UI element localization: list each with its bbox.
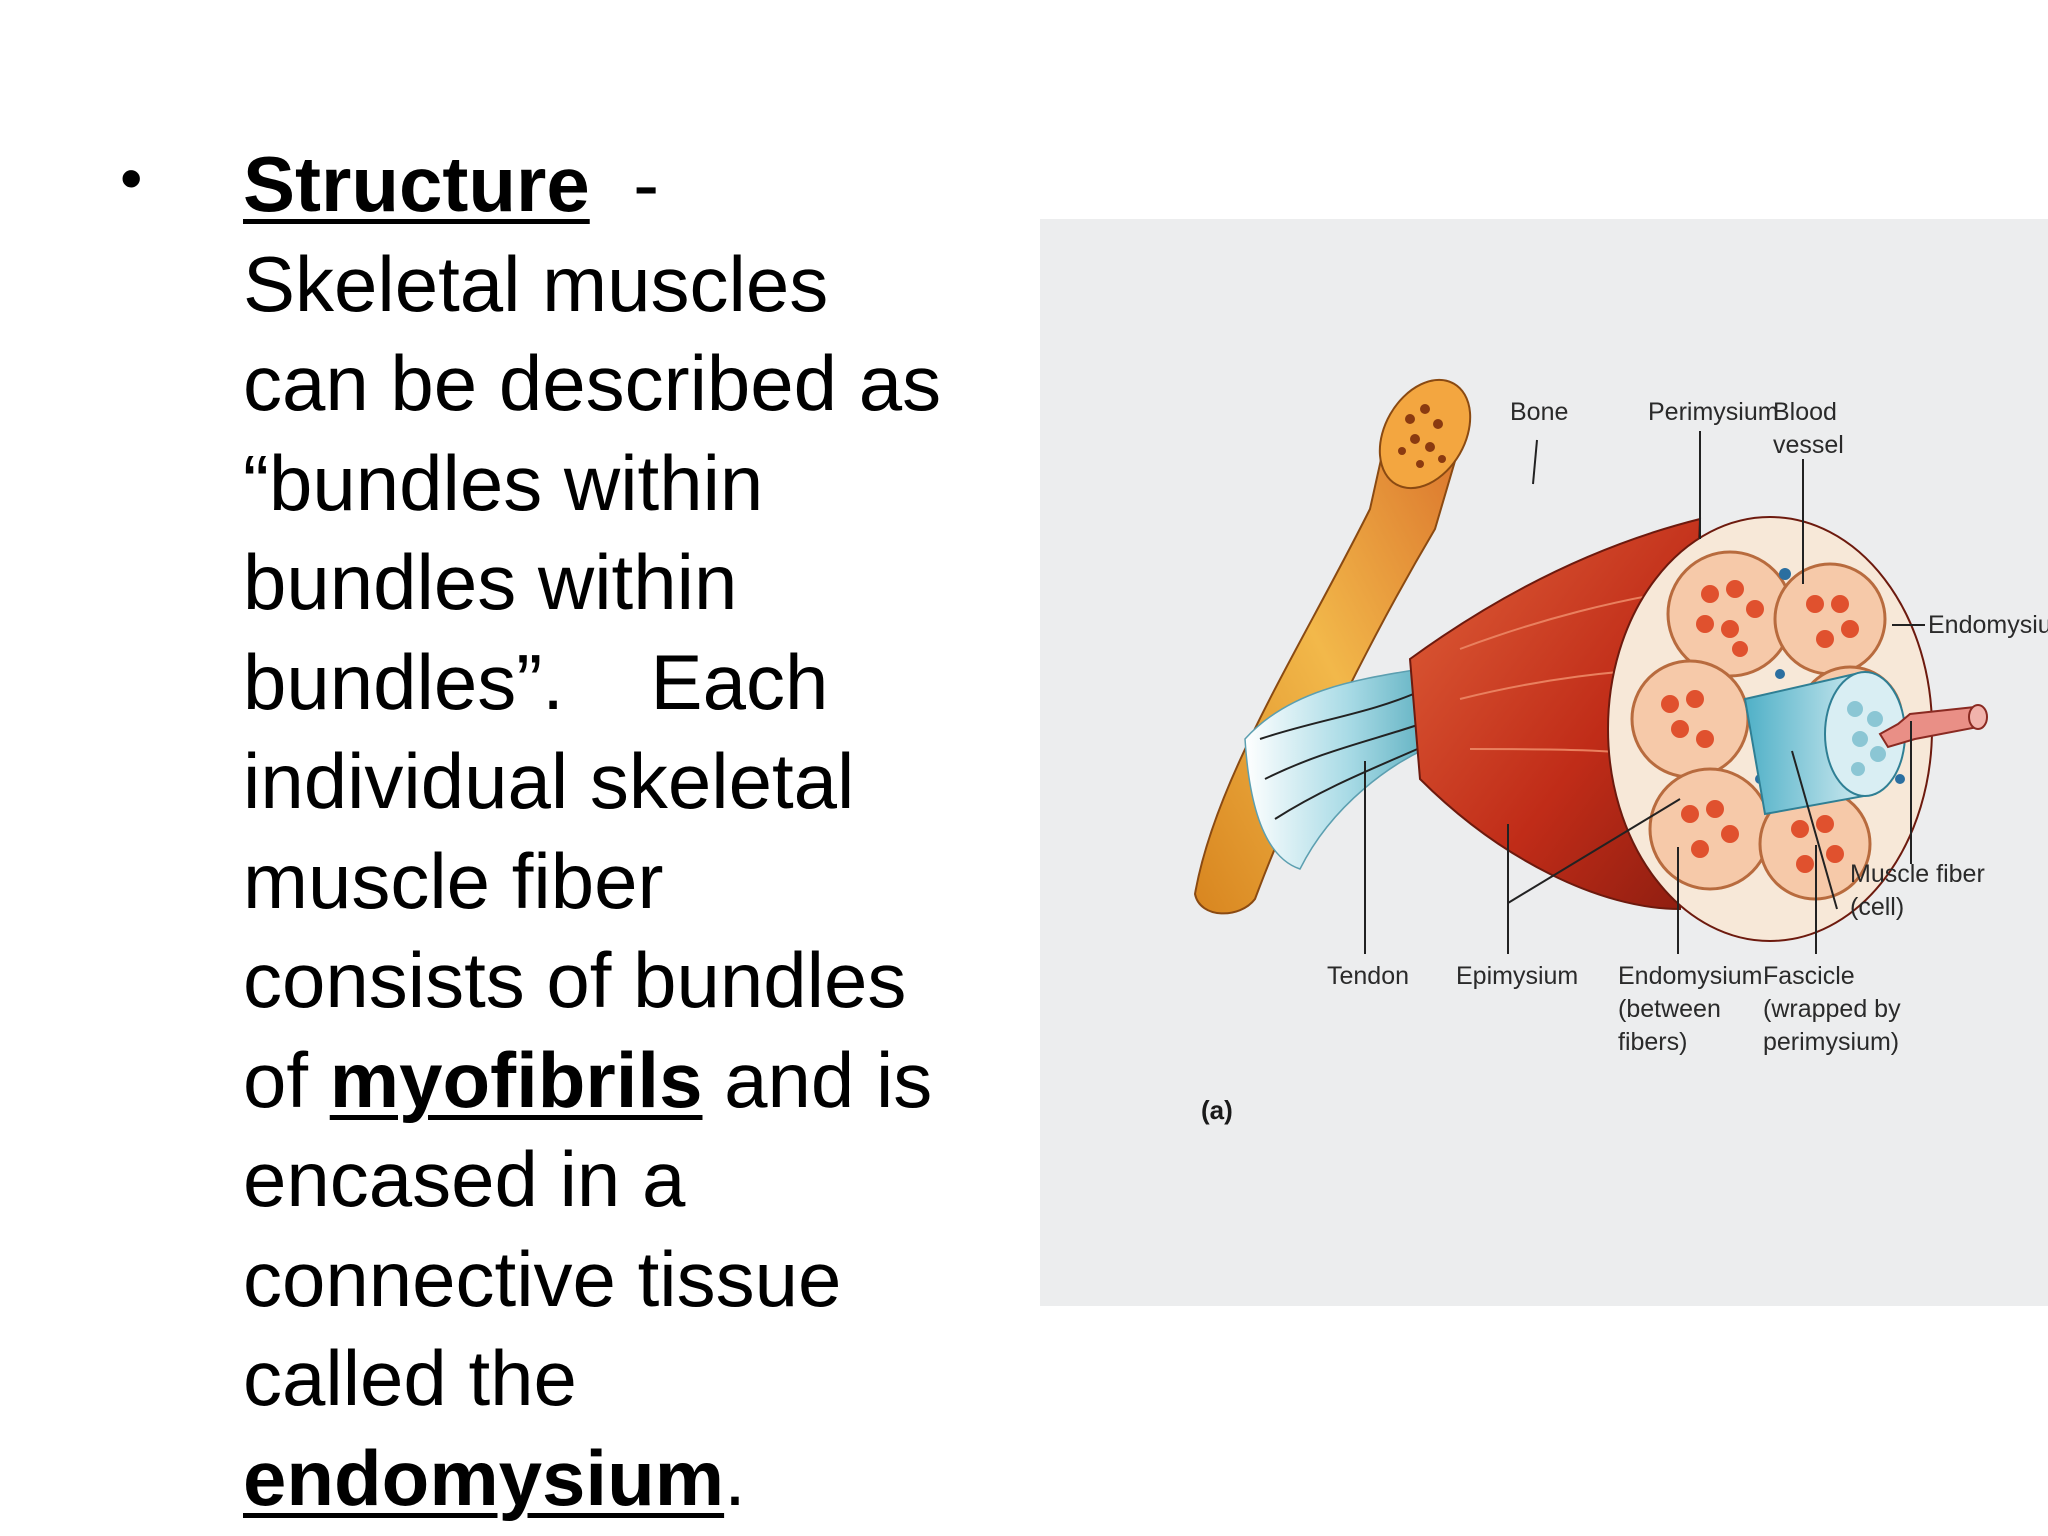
- text-line: muscle fiber: [243, 836, 664, 925]
- leader-lines: [1364, 431, 1925, 954]
- label-endomysium-bottom-3: fibers): [1618, 1028, 1687, 1056]
- label-endomysium-bottom: Endomysium: [1618, 962, 1763, 990]
- label-endomysium-right: Endomysium: [1928, 611, 2048, 639]
- label-panel-a: (a): [1201, 1095, 1233, 1125]
- label-blood-vessel: Blood: [1773, 398, 1837, 426]
- label-blood-vessel-2: vessel: [1773, 431, 1844, 459]
- text-line: can be described as: [243, 339, 942, 427]
- keyword-myofibrils: myofibrils: [329, 1035, 703, 1124]
- label-epimysium: Epimysium: [1456, 962, 1578, 990]
- tendon-shape: [1244, 668, 1452, 870]
- label-muscle-fiber-2: (cell): [1850, 893, 1904, 921]
- muscle-diagram: Bone Perimysium Blood vessel Endomysium …: [1040, 219, 2048, 1306]
- text-line: “bundles within: [243, 438, 764, 527]
- myofibrils-prefix: of: [243, 1035, 330, 1124]
- text-line: called the: [243, 1334, 577, 1422]
- label-fascicle-3: perimysium): [1763, 1028, 1899, 1056]
- label-perimysium: Perimysium: [1648, 398, 1779, 426]
- heading-suffix: -: [589, 140, 660, 228]
- myofibrils-suffix: and is: [702, 1035, 933, 1124]
- label-tendon: Tendon: [1327, 962, 1409, 990]
- figure-labels: Bone Perimysium Blood vessel Endomysium …: [1201, 398, 2048, 1125]
- label-endomysium-bottom-2: (between: [1618, 995, 1721, 1023]
- label-muscle-fiber: Muscle fiber: [1850, 860, 1985, 888]
- text-line: encased in a: [243, 1135, 686, 1223]
- label-fascicle: Fascicle: [1763, 962, 1855, 990]
- text-line: connective tissue: [243, 1234, 842, 1323]
- heading-line: Structure -: [243, 135, 1033, 235]
- text-line: bundles”. Each: [243, 637, 829, 726]
- text-line: of myofibrils and is: [243, 1031, 1033, 1131]
- text-line: Skeletal muscles: [243, 239, 829, 328]
- label-fascicle-2: (wrapped by: [1763, 995, 1901, 1023]
- text-line: consists of bundles: [243, 936, 907, 1024]
- text-line: endomysium.: [243, 1429, 1033, 1529]
- bullet-text: Structure - Skeletal muscles can be desc…: [243, 135, 1033, 1528]
- text-line: individual skeletal: [243, 737, 855, 825]
- muscle-diagram-svg: Bone Perimysium Blood vessel Endomysium …: [1193, 378, 2048, 1125]
- label-bone: Bone: [1510, 398, 1568, 426]
- keyword-endomysium: endomysium: [243, 1433, 725, 1522]
- heading-structure: Structure: [243, 140, 590, 228]
- bullet-marker: •: [120, 142, 143, 214]
- text-line: bundles within: [243, 538, 738, 626]
- final-punct: .: [724, 1433, 746, 1522]
